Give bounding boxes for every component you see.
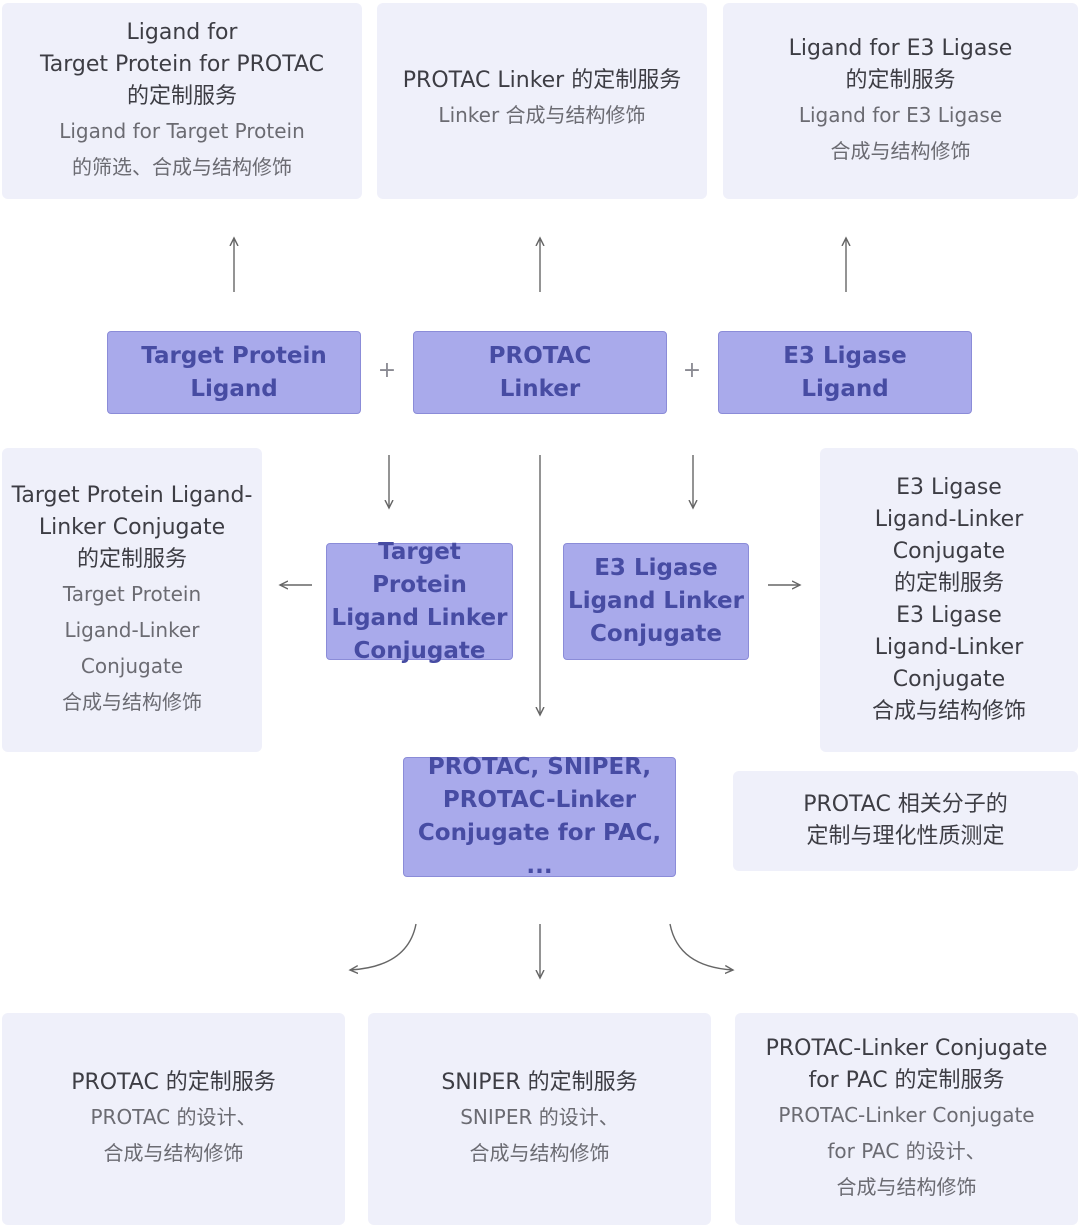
text-line: 的定制服务 xyxy=(845,68,956,93)
service-protac-linker: PROTAC Linker 的定制服务 Linker 合成与结构修饰 xyxy=(377,3,707,199)
conjugate-e3-ligase-ligand-linker: E3 Ligase Ligand Linker Conjugate xyxy=(563,543,749,660)
text-line: E3 Ligase xyxy=(783,342,907,369)
text-line: Linker Conjugate xyxy=(38,515,226,540)
service-target-ligand: Ligand for Target Protein for PROTAC 的定制… xyxy=(2,3,362,199)
text-line: Ligand-Linker xyxy=(874,635,1024,660)
text-line: Conjugate xyxy=(892,667,1006,692)
component-protac-linker: PROTAC Linker xyxy=(413,331,667,414)
service-e3-conj-title: E3 Ligase Ligand-Linker Conjugate 的定制服务 … xyxy=(872,472,1026,728)
text-line: PROTAC 的设计、 xyxy=(90,1105,257,1129)
text-line: PROTAC xyxy=(488,342,592,369)
conjugate-target-protein-ligand-linker: Target Protein Ligand Linker Conjugate xyxy=(326,539,513,664)
text-line: Ligand Linker xyxy=(568,588,744,614)
text-line: PROTAC-Linker xyxy=(442,787,637,813)
text-line: E3 Ligase xyxy=(896,475,1002,500)
service-characterization: PROTAC 相关分子的 定制与理化性质测定 xyxy=(733,771,1078,871)
text-line: PROTAC 相关分子的 xyxy=(803,792,1008,817)
service-sniper-title: SNIPER 的定制服务 xyxy=(441,1067,637,1099)
text-line: E3 Ligase xyxy=(896,603,1002,628)
service-e3-ligand-title: Ligand for E3 Ligase 的定制服务 xyxy=(789,33,1013,97)
text-line: 的定制服务 xyxy=(893,571,1004,596)
arrow-curve-right xyxy=(669,923,733,970)
text-line: Ligand-Linker xyxy=(64,618,200,642)
text-line: for PAC 的定制服务 xyxy=(808,1068,1005,1093)
text-line: 合成与结构修饰 xyxy=(103,1141,244,1165)
service-protac-linker-sub: Linker 合成与结构修饰 xyxy=(438,97,645,133)
text-line: 的定制服务 xyxy=(76,547,187,572)
service-target-ligand-title: Ligand for Target Protein for PROTAC 的定制… xyxy=(40,17,324,113)
text-line: 合成与结构修饰 xyxy=(871,699,1026,724)
text-line: Target Protein xyxy=(141,342,327,369)
text-line: Target Protein xyxy=(372,538,467,598)
text-line: 定制与理化性质测定 xyxy=(806,824,1005,849)
component-target-protein-ligand: Target Protein Ligand xyxy=(107,331,361,414)
service-e3-ligand-linker-conjugate: E3 Ligase Ligand-Linker Conjugate 的定制服务 … xyxy=(820,448,1078,752)
text-line: Ligand xyxy=(190,375,278,402)
service-e3-ligand-sub: Ligand for E3 Ligase 合成与结构修饰 xyxy=(799,97,1002,169)
service-e3-ligand: Ligand for E3 Ligase 的定制服务 Ligand for E3… xyxy=(723,3,1078,199)
service-protac-title: PROTAC 的定制服务 xyxy=(71,1067,276,1099)
plus-sign-right: + xyxy=(682,358,702,383)
text-line: Target Protein xyxy=(62,582,202,606)
component-e3-ligase-ligand: E3 Ligase Ligand xyxy=(718,331,972,414)
service-protac-sub: PROTAC 的设计、 合成与结构修饰 xyxy=(90,1099,256,1171)
service-protac-linker-title: PROTAC Linker 的定制服务 xyxy=(403,65,681,97)
arrow-curve-left xyxy=(350,923,417,970)
service-target-conj-sub: Target Protein Ligand-Linker Conjugate 合… xyxy=(62,576,202,720)
text-line: Conjugate xyxy=(353,637,486,664)
text-line: 的定制服务 xyxy=(126,84,237,109)
text-line: 合成与结构修饰 xyxy=(62,690,202,714)
text-line: for PAC 的设计、 xyxy=(827,1139,986,1163)
text-line: PROTAC 的定制服务 xyxy=(71,1070,276,1095)
service-target-conj-title: Target Protein Ligand- Linker Conjugate … xyxy=(12,480,253,576)
text-line: PROTAC-Linker Conjugate xyxy=(778,1103,1035,1127)
final-product-protac-sniper-pac: PROTAC, SNIPER, PROTAC-Linker Conjugate … xyxy=(403,754,676,879)
text-line: Conjugate xyxy=(892,539,1006,564)
service-sniper: SNIPER 的定制服务 SNIPER 的设计、 合成与结构修饰 xyxy=(368,1013,711,1225)
text-line: 合成与结构修饰 xyxy=(830,139,971,163)
text-line: Ligand for xyxy=(126,20,238,45)
text-line: Ligand xyxy=(801,375,889,402)
service-characterization-title: PROTAC 相关分子的 定制与理化性质测定 xyxy=(803,789,1008,853)
text-line: Conjugate for PAC, ... xyxy=(417,820,662,879)
text-line: SNIPER 的定制服务 xyxy=(441,1070,638,1095)
text-line: Ligand for Target Protein xyxy=(59,119,305,143)
text-line: PROTAC-Linker Conjugate xyxy=(765,1036,1048,1061)
text-line: Ligand for E3 Ligase xyxy=(788,36,1013,61)
text-line: Linker xyxy=(499,375,581,402)
text-line: Ligand-Linker xyxy=(874,507,1024,532)
service-target-ligand-sub: Ligand for Target Protein 的筛选、合成与结构修饰 xyxy=(59,113,305,185)
text-line: Ligand Linker xyxy=(331,604,508,631)
text-line: Conjugate xyxy=(590,621,722,647)
service-pac-sub: PROTAC-Linker Conjugate for PAC 的设计、 合成与… xyxy=(778,1097,1034,1205)
service-pac-title: PROTAC-Linker Conjugate for PAC 的定制服务 xyxy=(766,1033,1048,1097)
text-line: 合成与结构修饰 xyxy=(836,1175,977,1199)
plus-sign-left: + xyxy=(377,358,397,383)
text-line: Target Protein Ligand- xyxy=(11,483,253,508)
text-line: Conjugate xyxy=(80,654,184,678)
service-target-ligand-linker-conjugate: Target Protein Ligand- Linker Conjugate … xyxy=(2,448,262,752)
text-line: 的筛选、合成与结构修饰 xyxy=(71,155,292,179)
text-line: Ligand for E3 Ligase xyxy=(798,103,1003,127)
text-line: E3 Ligase xyxy=(594,555,718,581)
service-sniper-sub: SNIPER 的设计、 合成与结构修饰 xyxy=(460,1099,619,1171)
text-line: PROTAC Linker 的定制服务 xyxy=(402,68,682,93)
service-protac-linker-conjugate-pac: PROTAC-Linker Conjugate for PAC 的定制服务 PR… xyxy=(735,1013,1078,1225)
service-protac: PROTAC 的定制服务 PROTAC 的设计、 合成与结构修饰 xyxy=(2,1013,345,1225)
text-line: Target Protein for PROTAC xyxy=(39,52,325,77)
text-line: SNIPER 的设计、 xyxy=(460,1105,619,1129)
text-line: PROTAC, SNIPER, xyxy=(427,754,652,780)
text-line: 合成与结构修饰 xyxy=(469,1141,610,1165)
text-line: Linker 合成与结构修饰 xyxy=(438,103,646,127)
